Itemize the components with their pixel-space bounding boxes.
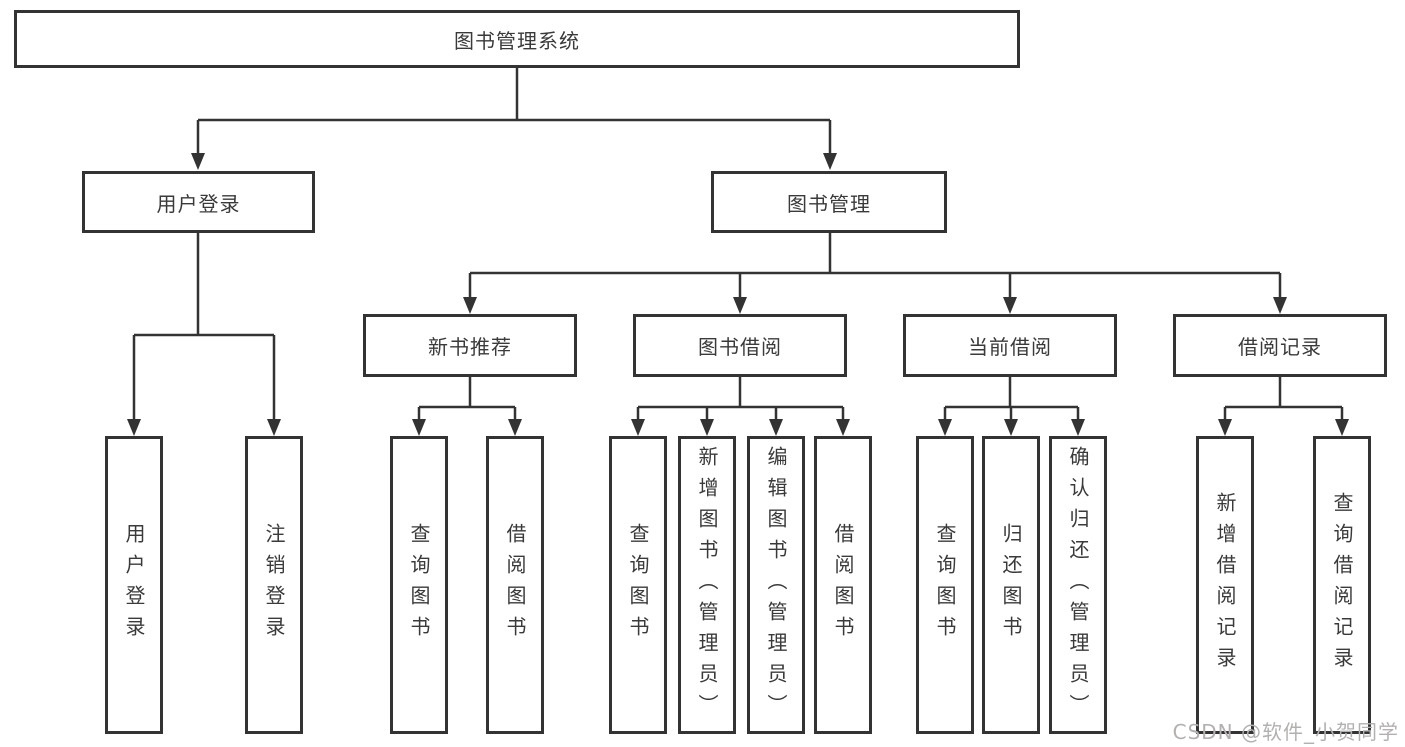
watermark: CSDN @软件_小贺同学 — [1172, 720, 1399, 744]
node-library-management-system: 图书管理系统 — [14, 10, 1020, 68]
leaf-label: 注销登录 — [262, 523, 286, 647]
leaf-label: 编辑图书（管理员） — [764, 445, 788, 725]
node-label: 当前借阅 — [968, 335, 1052, 359]
node-label: 新书推荐 — [428, 335, 512, 359]
node-label: 用户登录 — [156, 191, 241, 216]
node-user-login: 用户登录 — [82, 171, 315, 233]
node-label: 图书管理系统 — [454, 28, 580, 53]
leaf-query-books-borrow: 查询图书 — [609, 436, 667, 734]
leaf-edit-books-admin: 编辑图书（管理员） — [747, 436, 805, 734]
leaf-confirm-return-admin: 确认归还（管理员） — [1049, 436, 1107, 734]
leaf-label: 查询图书 — [933, 523, 957, 647]
node-new-book-recommendation: 新书推荐 — [363, 314, 577, 377]
leaf-add-books-admin: 新增图书（管理员） — [678, 436, 736, 734]
leaf-logout: 注销登录 — [245, 436, 303, 734]
node-label: 借阅记录 — [1238, 335, 1322, 359]
leaf-label: 查询图书 — [626, 523, 650, 647]
leaf-label: 查询图书 — [407, 523, 431, 647]
leaf-query-books-current: 查询图书 — [916, 436, 974, 734]
leaf-label: 归还图书 — [999, 523, 1023, 647]
leaf-label: 借阅图书 — [503, 523, 527, 647]
leaf-user-login: 用户登录 — [105, 436, 163, 734]
node-book-borrowing: 图书借阅 — [633, 314, 847, 377]
leaf-borrow-books: 借阅图书 — [814, 436, 872, 734]
node-current-borrowing: 当前借阅 — [903, 314, 1117, 377]
leaf-borrow-books-recommend: 借阅图书 — [486, 436, 544, 734]
leaf-label: 确认归还（管理员） — [1066, 445, 1090, 725]
leaf-label: 新增借阅记录 — [1213, 492, 1237, 678]
node-label: 图书管理 — [787, 191, 871, 216]
node-borrowing-records: 借阅记录 — [1173, 314, 1387, 377]
leaf-add-borrow-record: 新增借阅记录 — [1196, 436, 1254, 734]
node-book-management: 图书管理 — [711, 171, 947, 233]
node-label: 图书借阅 — [698, 335, 782, 359]
leaf-label: 新增图书（管理员） — [695, 445, 719, 725]
leaf-label: 查询借阅记录 — [1330, 492, 1354, 678]
leaf-label: 借阅图书 — [831, 523, 855, 647]
leaf-query-borrow-record: 查询借阅记录 — [1313, 436, 1371, 734]
leaf-label: 用户登录 — [122, 523, 146, 647]
leaf-query-books-recommend: 查询图书 — [390, 436, 448, 734]
leaf-return-books: 归还图书 — [982, 436, 1040, 734]
